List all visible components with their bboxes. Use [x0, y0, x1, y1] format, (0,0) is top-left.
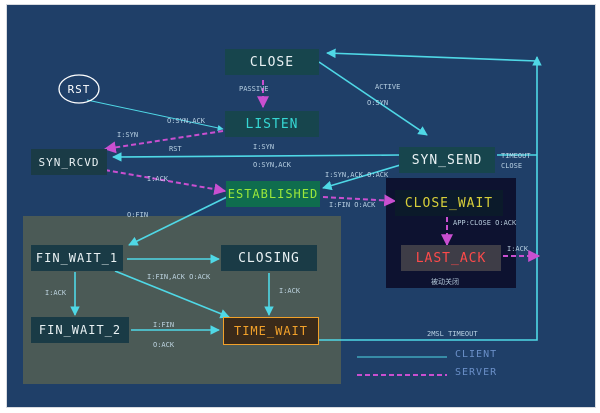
label-close: CLOSE	[501, 162, 523, 170]
label-o-syn-active: O:SYN	[367, 99, 389, 107]
arrow-rst-listen	[86, 99, 224, 131]
arrow-syn-send-established	[322, 162, 408, 191]
transition-arrows	[58, 48, 542, 376]
diagram-board: CLOSE LISTEN SYN_RCVD SYN_SEND ESTABLISH…	[6, 4, 596, 408]
label-i-fin-fw2: I:FIN	[153, 321, 175, 329]
label-o-synack: O:SYN,ACK	[167, 117, 205, 125]
label-passive-close: 被动关闭	[431, 278, 459, 286]
arrow-close-syn-send	[318, 61, 428, 136]
state-close: CLOSE	[225, 49, 319, 75]
rst-circle	[58, 74, 100, 104]
client-close-panel	[23, 216, 341, 384]
state-syn-rcvd: SYN_RCVD	[31, 149, 107, 175]
arrow-listen-syn-rcvd	[103, 130, 224, 154]
state-rst: RST	[67, 82, 91, 96]
label-app-close: APP:CLOSE O:ACK	[453, 219, 517, 227]
state-fin-wait-2: FIN_WAIT_2	[31, 317, 129, 343]
state-last-ack: LAST_ACK	[401, 245, 501, 271]
arrow-syn-send-syn-rcvd	[112, 152, 402, 162]
arrow-established-fin-wait-1	[128, 195, 230, 246]
arrow-fw1-time-wait	[114, 270, 230, 319]
state-fin-wait-1: FIN_WAIT_1	[31, 245, 123, 271]
arrow-established-close-wait	[322, 194, 397, 207]
label-i-fin-ack-o-ack: I:FIN,ACK O:ACK	[147, 273, 211, 281]
label-active: ACTIVE	[375, 83, 401, 91]
label-o-synack-2: O:SYN,ACK	[253, 161, 291, 169]
label-i-ack-last: I:ACK	[507, 245, 529, 253]
arrow-time-wait-close	[317, 56, 542, 341]
state-time-wait: TIME_WAIT	[223, 317, 319, 345]
label-i-fin-o-ack: I:FIN O:ACK	[329, 201, 376, 209]
legend-server: SERVER	[455, 367, 498, 378]
label-passive: PASSIVE	[239, 85, 269, 93]
state-listen: LISTEN	[225, 111, 319, 137]
label-o-ack-fw2: O:ACK	[153, 341, 175, 349]
legend-client: CLIENT	[455, 349, 498, 360]
label-i-syn-listen: I:SYN	[117, 131, 139, 139]
label-i-ack-fw1: I:ACK	[45, 289, 67, 297]
state-close-wait: CLOSE_WAIT	[395, 190, 503, 216]
label-rst: RST	[169, 145, 182, 153]
state-syn-send: SYN_SEND	[399, 147, 495, 173]
label-timeout: TIMEOUT	[501, 152, 531, 160]
label-2msl: 2MSL TIMEOUT	[427, 330, 478, 338]
label-i-syn: I:SYN	[253, 143, 275, 151]
arrow-syn-send-close	[326, 48, 538, 62]
state-closing: CLOSING	[221, 245, 317, 271]
label-i-ack-closing: I:ACK	[279, 287, 301, 295]
label-i-ack: I:ACK	[147, 175, 169, 183]
label-i-synack-o-ack: I:SYN,ACK O:ACK	[325, 171, 389, 179]
state-established: ESTABLISHED	[226, 181, 320, 207]
arrow-syn-rcvd-established	[104, 169, 227, 196]
label-o-fin: O:FIN	[127, 211, 149, 219]
